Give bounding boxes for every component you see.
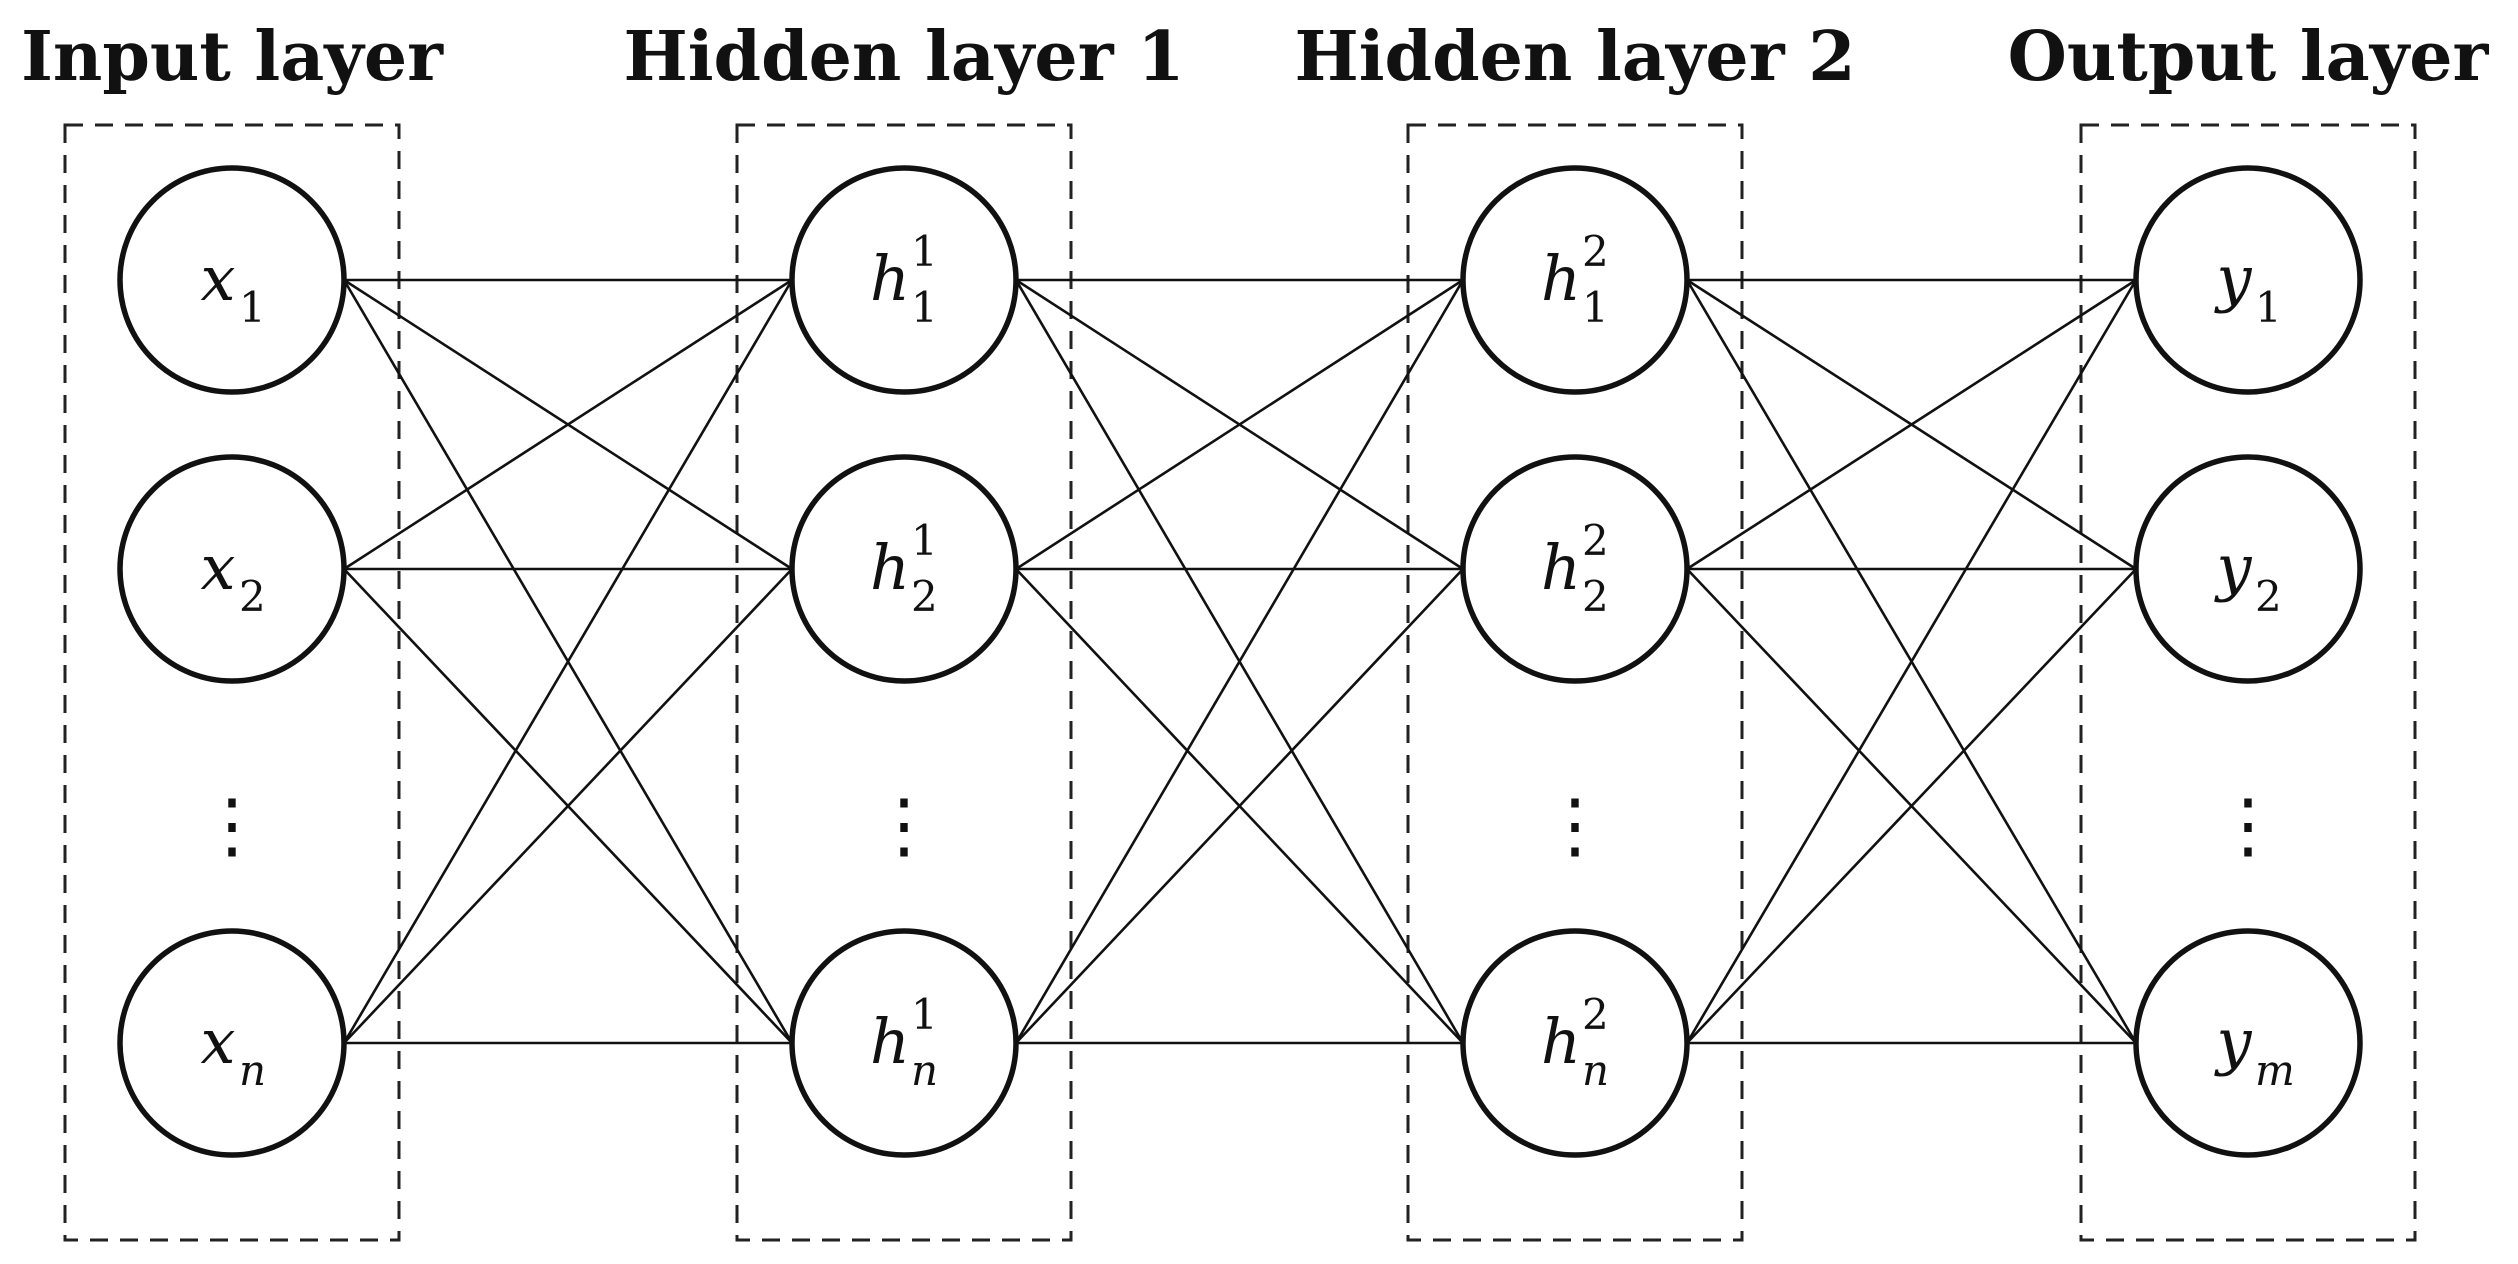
node-symbol: y xyxy=(2213,531,2252,604)
hidden2-node-label: h xyxy=(1541,242,1581,315)
edge-l2-n2-to-n0 xyxy=(1685,279,2138,1044)
node-superscript: 2 xyxy=(1582,990,1609,1039)
node-superscript: 1 xyxy=(911,990,938,1039)
edge-l2-n1-to-n0 xyxy=(1686,278,2137,571)
hidden2-node-circle xyxy=(1460,165,1690,395)
hidden1-node-label: h xyxy=(870,531,910,604)
node-symbol: x xyxy=(201,1005,236,1078)
input-layer-box xyxy=(63,123,401,1242)
node-superscript: 2 xyxy=(1582,516,1609,565)
node-subscript: 2 xyxy=(2255,572,2282,621)
edge-l1-n2-to-n1 xyxy=(1015,568,1464,1044)
node-symbol: x xyxy=(201,531,236,604)
output-layer-title: Output layer xyxy=(2008,17,2490,97)
node-subscript: 1 xyxy=(239,283,266,332)
node-subscript: n xyxy=(911,1046,938,1095)
output-vertical-ellipsis: ⋮ xyxy=(2212,783,2284,867)
hidden2-vertical-ellipsis: ⋮ xyxy=(1539,783,1611,867)
node-superscript: 1 xyxy=(911,516,938,565)
layer-titles: Input layer Hidden layer 1 Hidden layer 2 O… xyxy=(21,17,2489,97)
hidden2-layer-title: Hidden layer 2 xyxy=(1294,17,1855,97)
node-symbol: h xyxy=(870,242,910,315)
hidden2-node-label: h xyxy=(1541,1005,1581,1078)
hidden2-layer-box xyxy=(1406,123,1744,1242)
hidden1-node-label: h xyxy=(870,242,910,315)
hidden1-vertical-ellipsis: ⋮ xyxy=(868,783,940,867)
output-node-label: y xyxy=(2213,242,2252,315)
edge-l0-n1-to-n0 xyxy=(343,278,793,571)
input-node-circle xyxy=(117,165,347,395)
node-superscript: 1 xyxy=(911,227,938,276)
output-node-label: y xyxy=(2213,531,2252,604)
edge-l2-n2-to-n1 xyxy=(1686,568,2137,1044)
node-subscript: m xyxy=(2255,1046,2295,1095)
output-layer-box xyxy=(2079,123,2417,1242)
input-node-label: x xyxy=(201,242,236,315)
node-symbol: h xyxy=(1541,1005,1581,1078)
input-node-circle xyxy=(117,454,347,684)
hidden2-node-label: h xyxy=(1541,531,1581,604)
node-symbol: y xyxy=(2213,1005,2252,1078)
hidden1-node-circle xyxy=(789,165,1019,395)
node-symbol: x xyxy=(201,242,236,315)
node-symbol: h xyxy=(1541,242,1581,315)
hidden2-node-circle xyxy=(1460,454,1690,684)
hidden1-node-label: h xyxy=(870,1005,910,1078)
hidden1-node-circle xyxy=(789,928,1019,1158)
input-node-circle xyxy=(117,928,347,1158)
node-subscript: 1 xyxy=(2255,283,2282,332)
output-node-circle xyxy=(2133,454,2363,684)
node-subscript: 1 xyxy=(911,283,938,332)
connections xyxy=(342,278,2138,1045)
edge-l0-n2-to-n0 xyxy=(342,279,794,1044)
input-node-label: x xyxy=(201,531,236,604)
input-layer-title: Input layer xyxy=(21,17,444,97)
node-subscript: n xyxy=(1582,1046,1609,1095)
node-symbol: h xyxy=(870,531,910,604)
node-symbol: h xyxy=(1541,531,1581,604)
hidden1-layer-box xyxy=(735,123,1073,1242)
output-node-label: y xyxy=(2213,1005,2252,1078)
node-symbol: y xyxy=(2213,242,2252,315)
layer-boxes xyxy=(63,123,2417,1242)
node-symbol: h xyxy=(870,1005,910,1078)
hidden1-node-circle xyxy=(789,454,1019,684)
output-node-circle xyxy=(2133,928,2363,1158)
ellipses: ⋮ ⋮ ⋮ ⋮ xyxy=(196,783,2284,867)
hidden2-node-circle xyxy=(1460,928,1690,1158)
node-subscript: 1 xyxy=(1582,283,1609,332)
input-vertical-ellipsis: ⋮ xyxy=(196,783,268,867)
input-node-label: x xyxy=(201,1005,236,1078)
node-subscript: 2 xyxy=(911,572,938,621)
node-subscript: n xyxy=(239,1046,266,1095)
node-subscript: 2 xyxy=(239,572,266,621)
node-superscript: 2 xyxy=(1582,227,1609,276)
edge-l0-n2-to-n1 xyxy=(343,568,793,1044)
edge-l1-n1-to-n0 xyxy=(1015,278,1464,571)
hidden1-layer-title: Hidden layer 1 xyxy=(623,17,1184,97)
output-node-circle xyxy=(2133,165,2363,395)
node-subscript: 2 xyxy=(1582,572,1609,621)
edge-l1-n2-to-n0 xyxy=(1014,279,1465,1044)
